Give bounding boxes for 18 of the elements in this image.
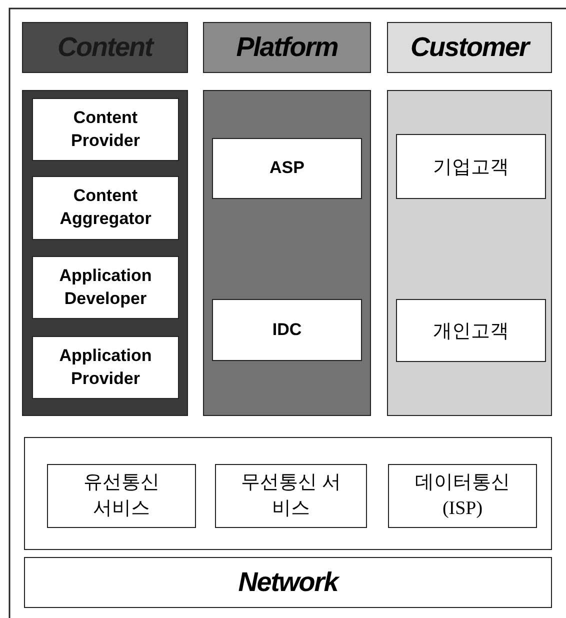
column-panel bbox=[22, 90, 188, 416]
column-panel bbox=[387, 90, 552, 416]
service-panel bbox=[24, 437, 552, 550]
customer-box: 개인고객 bbox=[396, 299, 546, 362]
column-panel bbox=[203, 90, 371, 416]
service-box: 무선통신 서비스 bbox=[215, 464, 367, 528]
service-box: 데이터통신 (ISP) bbox=[388, 464, 537, 528]
service-box: 유선통신 서비스 bbox=[47, 464, 196, 528]
column-header: Customer bbox=[387, 22, 552, 73]
customer-box: 기업고객 bbox=[396, 134, 546, 199]
role-box: Application Provider bbox=[32, 336, 179, 399]
platform-box: IDC bbox=[212, 299, 362, 361]
role-box: Application Developer bbox=[32, 256, 179, 319]
network-band: Network bbox=[24, 557, 552, 608]
role-box: Content Aggregator bbox=[32, 176, 179, 240]
role-box: Content Provider bbox=[32, 98, 179, 161]
column-header: Platform bbox=[203, 22, 371, 73]
platform-box: ASP bbox=[212, 138, 362, 199]
